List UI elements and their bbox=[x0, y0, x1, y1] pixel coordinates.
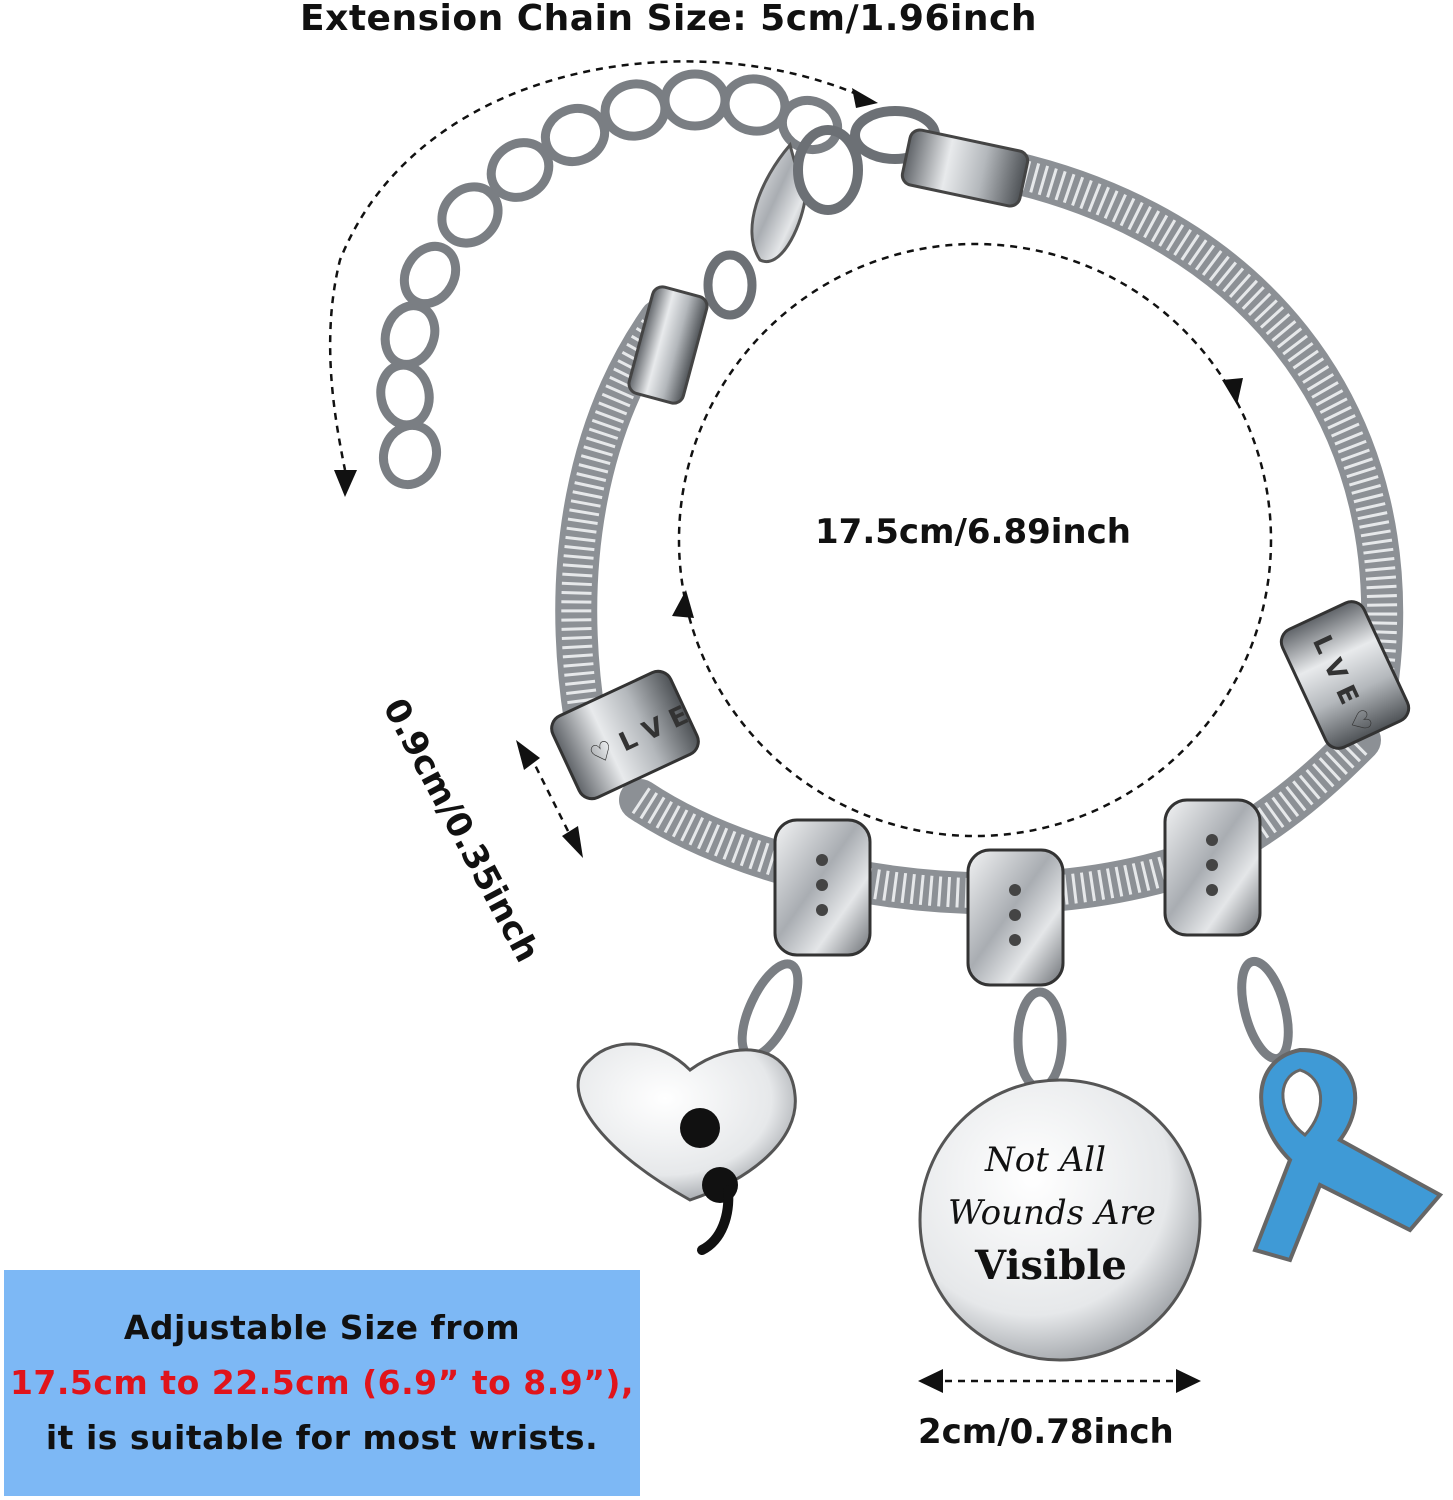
disc-text-line3: Visible bbox=[975, 1242, 1127, 1289]
extension-arc bbox=[328, 60, 871, 471]
info-line2: 17.5cm to 22.5cm (6.9” to 8.9”), bbox=[9, 1363, 635, 1402]
disc-text-line2: Wounds Are bbox=[948, 1193, 1156, 1233]
blue-ribbon-charm bbox=[1252, 1047, 1444, 1263]
disc-text-line1: Not All bbox=[985, 1140, 1106, 1180]
arrow-head bbox=[562, 826, 583, 858]
end-cap bbox=[900, 128, 1030, 208]
end-cap bbox=[627, 285, 709, 405]
arrow-head bbox=[334, 470, 357, 497]
extension-chain-size-label: Extension Chain Size: 5cm/1.96inch bbox=[300, 0, 1037, 39]
arrow-head bbox=[852, 88, 878, 108]
bail-beads bbox=[773, 798, 1262, 987]
thickness-arrow bbox=[528, 754, 572, 836]
lobster-clasp bbox=[703, 106, 940, 320]
adjustable-size-info-box: Adjustable Size from 17.5cm to 22.5cm (6… bbox=[4, 1270, 640, 1496]
round-disc-charm bbox=[918, 1078, 1202, 1362]
love-bead bbox=[550, 669, 700, 801]
arrow-head bbox=[1222, 378, 1243, 405]
info-line3: it is suitable for most wrists. bbox=[45, 1418, 599, 1457]
love-bead bbox=[1279, 600, 1411, 750]
circumference-label: 17.5cm/6.89inch bbox=[815, 512, 1131, 552]
arrow-head bbox=[516, 740, 540, 770]
arrow-head bbox=[1176, 1369, 1201, 1393]
arrow-head bbox=[672, 590, 694, 618]
arrow-head bbox=[918, 1369, 943, 1393]
info-line1: Adjustable Size from bbox=[123, 1308, 521, 1347]
circumference-dashed-circle bbox=[677, 242, 1273, 838]
disc-width-label: 2cm/0.78inch bbox=[918, 1412, 1174, 1452]
